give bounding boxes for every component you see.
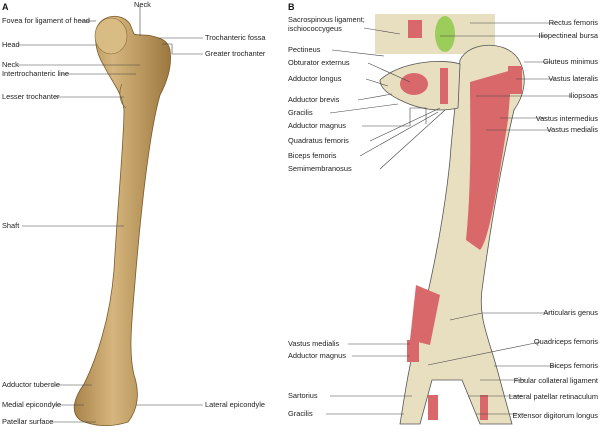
label-sacrospinous-1: Sacrospinous ligament;: [288, 15, 365, 24]
label-adductor-magnus: Adductor magnus: [288, 121, 346, 130]
label-gluteus-minimus: Gluteus minimus: [542, 57, 598, 66]
label-vastus-intermedius: Vastus intermedius: [535, 114, 598, 123]
label-patellar-surface: Patellar surface: [2, 417, 54, 426]
panel-b-letter: B: [288, 2, 295, 12]
label-rectus-femoris: Rectus femoris: [548, 18, 598, 27]
label-neck: Neck: [2, 60, 19, 69]
label-greater-trochanter: Greater trochanter: [205, 49, 266, 58]
label-quadriceps-femoris: Quadriceps femoris: [533, 337, 598, 346]
label-vastus-medialis-low: Vastus medialis: [288, 339, 340, 348]
label-adductor-longus: Adductor longus: [288, 74, 342, 83]
label-lesser-trochanter: Lesser trochanter: [2, 92, 60, 101]
label-quadratus-femoris: Quadratus femoris: [288, 136, 349, 145]
label-shaft: Shaft: [2, 221, 20, 230]
label-sartorius: Sartorius: [288, 391, 318, 400]
label-iliopsoas: Iliopsoas: [568, 91, 598, 100]
label-extensor-digitorum-longus: Extensor digitorum longus: [512, 411, 598, 420]
label-pectineus: Pectineus: [288, 45, 321, 54]
leader-lines-a: [18, 5, 203, 423]
label-adductor-magnus-low: Adductor magnus: [288, 351, 346, 360]
label-trochanteric-fossa: Trochanteric fossa: [205, 33, 266, 42]
label-gracilis: Gracilis: [288, 108, 313, 117]
label-lateral-epicondyle: Lateral epicondyle: [205, 400, 265, 409]
label-adductor-brevis: Adductor brevis: [288, 95, 340, 104]
label-biceps-femoris-right: Biceps femoris: [549, 361, 598, 370]
label-intertrochanteric-line: Intertrochanteric line: [2, 69, 69, 78]
label-lateral-patellar-retinaculum: Lateral patellar retinaculum: [508, 392, 598, 401]
label-iliopectineal-bursa: Iliopectineal bursa: [538, 31, 598, 40]
label-vastus-medialis: Vastus medialis: [546, 125, 598, 134]
label-obturator-externus: Obturator externus: [288, 58, 350, 67]
leader-lines-b: [326, 22, 572, 415]
label-sacrospinous-2: ischiococcygeus: [288, 24, 342, 33]
label-adductor-tubercle: Adductor tubercle: [2, 380, 60, 389]
label-fovea: Fovea for ligament of head: [2, 16, 90, 25]
iliopectineal-bursa: [435, 16, 455, 52]
label-articularis-genus: Articularis genus: [543, 308, 598, 317]
label-biceps-femoris: Biceps femoris: [288, 151, 337, 160]
label-head: Head: [2, 40, 20, 49]
label-neck-top: Neck: [134, 0, 151, 9]
femur-anterior: [73, 16, 171, 426]
label-medial-epicondyle: Medial epicondyle: [2, 400, 62, 409]
label-semimembranosus: Semimembranosus: [288, 164, 352, 173]
label-vastus-lateralis: Vastus lateralis: [548, 74, 598, 83]
panel-a-letter: A: [2, 2, 9, 12]
muscle-attachments: [400, 20, 522, 420]
label-fibular-collateral-ligament: Fibular collateral ligament: [513, 376, 598, 385]
label-gracilis-low: Gracilis: [288, 409, 313, 418]
